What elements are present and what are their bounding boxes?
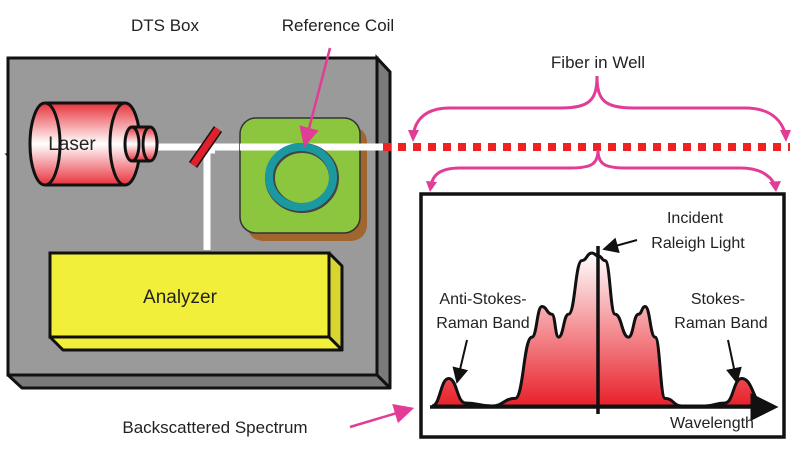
backscattered-spectrum-label: Backscattered Spectrum <box>122 418 307 437</box>
analyzer-label: Analyzer <box>143 287 218 308</box>
stokes-label-2: Raman Band <box>674 315 767 332</box>
laser-label: Laser <box>48 134 96 155</box>
laser <box>28 101 159 187</box>
reference-coil-label: Reference Coil <box>282 16 394 35</box>
beam-splitter-mirror-fill <box>190 127 221 167</box>
dts-box-label: DTS Box <box>131 16 200 35</box>
anti-stokes-arrow <box>452 339 469 384</box>
reference-coil-callout <box>299 47 332 148</box>
reference-coil-box <box>239 117 361 234</box>
incident-label-1: Incident <box>667 210 724 227</box>
dts-box-right-side <box>375 56 392 390</box>
analyzer <box>48 251 344 352</box>
incident-label-2: Raleigh Light <box>651 235 745 252</box>
wavelength-label: Wavelength <box>670 415 754 432</box>
stokes-label-1: Stokes- <box>691 291 745 308</box>
fiber-in-well-label: Fiber in Well <box>551 53 645 72</box>
stokes-arrow <box>726 339 742 384</box>
spectrum-brace <box>429 149 777 186</box>
dts-box-bottom-side <box>6 373 392 390</box>
anti-stokes-label-1: Anti-Stokes- <box>439 291 526 308</box>
anti-stokes-label-2: Raman Band <box>436 315 529 332</box>
brace-arrow-right <box>780 130 791 142</box>
incident-arrow <box>602 237 638 254</box>
backscattered-callout <box>349 403 415 429</box>
brace-arrow-left <box>408 130 419 142</box>
brace-arrow-right-2 <box>769 181 781 192</box>
fiber-in-well-brace <box>411 75 788 137</box>
brace-arrow-left-2 <box>426 181 437 192</box>
